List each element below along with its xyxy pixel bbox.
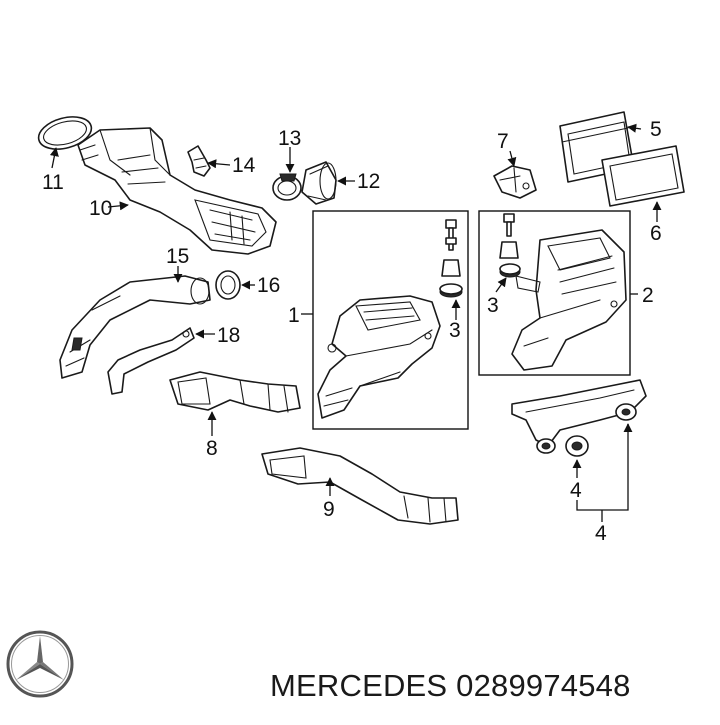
group-1-box — [312, 210, 469, 430]
callout-numbers: 11 10 13 14 12 15 16 18 8 9 1 3 3 2 7 5 … — [42, 118, 662, 545]
callout-14: 13 — [278, 127, 301, 150]
part-16-pipe — [59, 275, 211, 379]
callout-7: 6 — [650, 222, 662, 245]
callout-4: 4 — [595, 522, 607, 545]
part-5-grommet — [565, 435, 589, 457]
callout-5: 4 — [570, 479, 582, 502]
part-4-bracket — [511, 379, 647, 454]
callout-1: 1 — [288, 304, 300, 327]
part-18-bracket — [107, 327, 195, 395]
part-10-sensor — [493, 165, 537, 199]
part-number-caption: MERCEDES 0289974548 — [270, 668, 631, 704]
part-11-intake-duct — [77, 127, 277, 255]
callout-10: 7 — [497, 130, 509, 153]
part-13-ring — [37, 116, 93, 150]
callout-12: 12 — [357, 170, 380, 193]
callout-17: 16 — [257, 274, 280, 297]
callout-13: 11 — [42, 171, 64, 194]
callout-15: 14 — [232, 154, 256, 177]
part-14-clamp — [272, 173, 302, 201]
part-9-duct — [261, 447, 459, 525]
callout-3-box2: 3 — [487, 294, 499, 317]
callout-6: 5 — [650, 118, 662, 141]
mercedes-star-icon — [6, 630, 74, 698]
callout-2: 2 — [642, 284, 654, 307]
part-3-grommet-stack-b — [499, 213, 521, 278]
part-17-ring — [215, 270, 241, 300]
brand-name: MERCEDES — [270, 668, 448, 703]
callout-3-box1: 3 — [449, 319, 461, 342]
part-12-sleeve — [301, 161, 337, 205]
callout-8: 8 — [206, 437, 218, 460]
part-15-sensor — [187, 145, 211, 177]
leader-lines — [49, 123, 662, 522]
part-7-filter-element — [601, 145, 685, 207]
part-2-filter-housing — [511, 229, 627, 371]
group-2-box — [478, 210, 631, 376]
callout-16: 15 — [166, 245, 189, 268]
part-number: 0289974548 — [456, 668, 631, 703]
part-3-grommet-stack-a — [439, 219, 463, 298]
callout-9: 9 — [323, 498, 335, 521]
part-8-duct — [169, 371, 301, 413]
callout-18: 18 — [217, 324, 240, 347]
callout-11: 10 — [89, 197, 112, 220]
part-1-filter-housing — [317, 295, 441, 419]
